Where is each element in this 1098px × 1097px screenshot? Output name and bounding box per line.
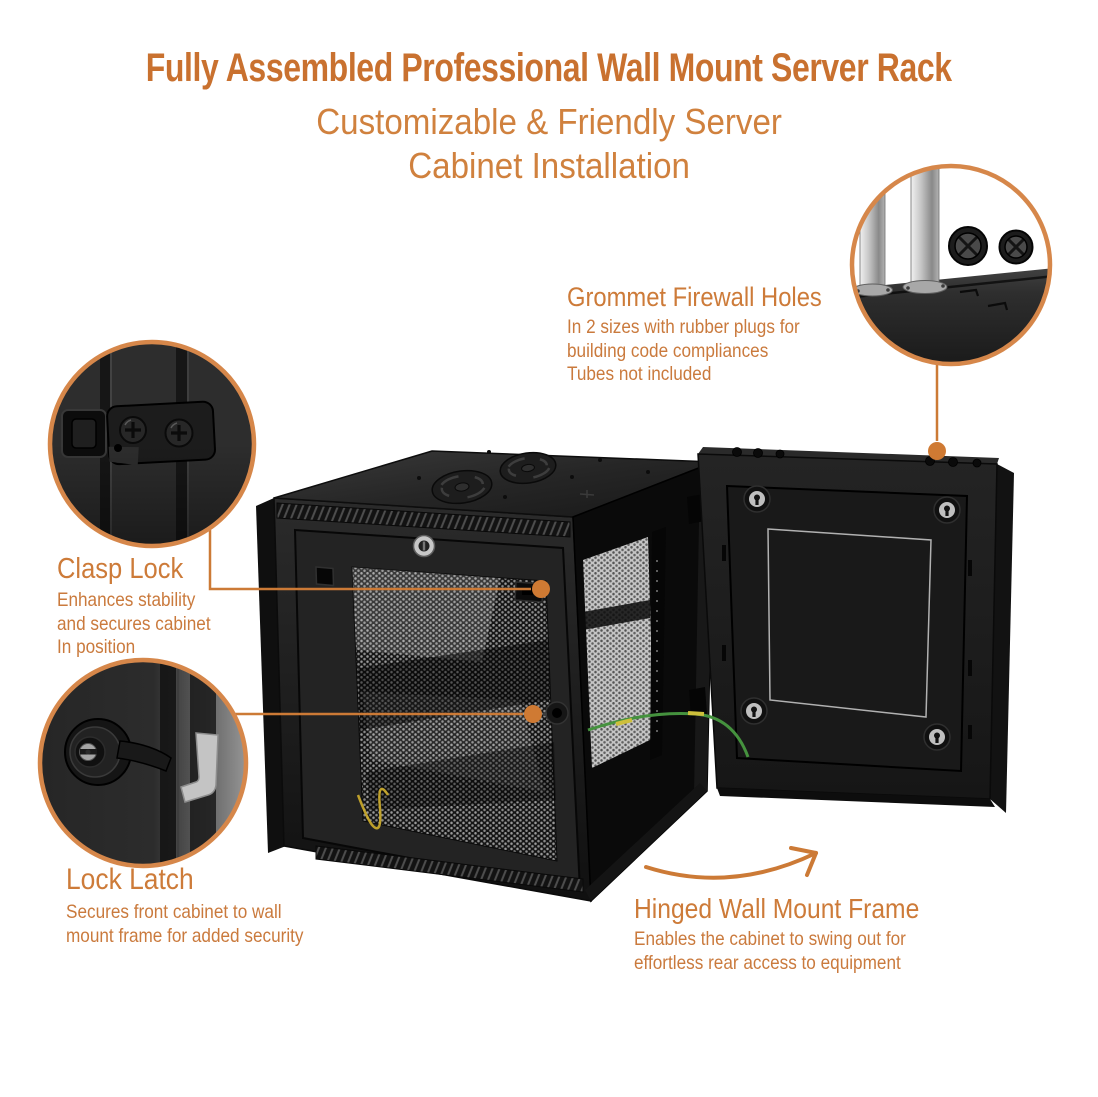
top-screw-dots [417,450,650,499]
clasp-line-3: In position [57,636,136,658]
top-seam-mark [579,490,595,498]
interior-mesh-panel [583,537,654,768]
page-title-text: Fully Assembled Professional Wall Mount … [146,46,952,90]
door-cam-lock [543,701,569,725]
grommet-circle-ring [849,163,1053,367]
callout-hinged-frame: Hinged Wall Mount Frame Enables the cabi… [634,893,919,975]
page-subtitle: Customizable & Friendly Server Cabinet I… [0,100,1098,188]
frame-top-edge [698,447,999,464]
clasp-leader-line [208,530,531,591]
frame-edge-slots [722,545,972,739]
subtitle-line-2: Cabinet Installation [408,145,690,186]
wall-mount-frame [697,447,1014,813]
hinged-line-2: effortless rear access to equipment [634,951,901,974]
latch-dot [524,705,542,723]
callout-dots [524,442,946,723]
grommet-line-1: In 2 sizes with rubber plugs for [567,316,800,338]
hinged-heading: Hinged Wall Mount Frame [634,893,920,924]
callout-grommet: Grommet Firewall Holes In 2 sizes with r… [567,282,822,387]
door-left-cutout [315,566,335,587]
interior-yellow-wire [356,787,390,830]
hinged-line-1: Enables the cabinet to swing out for [634,928,906,950]
frame-bottom-edge [717,788,995,807]
callout-lock-latch: Lock Latch Secures front cabinet to wall… [66,863,304,948]
conduit-tubes [852,166,948,297]
latch-lock-cylinder [64,718,132,786]
rack-rail [650,527,666,760]
grommet-line-2: building code compliances [567,339,769,362]
grommet-dot [928,442,946,460]
frame-back-panel [725,484,969,773]
knockout-outline [767,528,932,718]
latch-detail-photo [37,657,249,869]
subtitle-line-1: Customizable & Friendly Server [316,101,782,142]
grommet-heading: Grommet Firewall Holes [567,282,822,312]
wire-clips [959,288,1009,311]
bottom-vent-band [315,845,584,893]
keyhole-mounts [740,485,961,751]
hinge-arrow-icon [644,846,818,880]
grounding-wire [587,711,750,758]
latch-line-1: Secures front cabinet to wall [66,901,282,923]
interior-rail-band [583,600,650,630]
hinges [687,494,707,717]
page-title: Fully Assembled Professional Wall Mount … [0,46,1098,91]
latch-circle-ring [37,657,249,869]
door-top-lock [412,534,436,558]
base-edge [585,783,707,901]
clasp-detail-photo [47,339,257,549]
rubber-plugs [948,226,1034,266]
clasp-heading: Clasp Lock [57,553,184,585]
front-vent-band [276,502,571,538]
latch-line-2: mount frame for added security [66,924,304,947]
latch-heading: Lock Latch [66,863,194,896]
latch-metal-hook [180,732,219,803]
callout-leaders [208,363,939,716]
latch-cam-arm [116,740,172,772]
frame-right-depth [990,464,1014,813]
top-fan-vents [417,450,650,505]
grommet-line-3: Tubes not included [567,363,712,385]
cabinet-left-edge [256,498,286,853]
cabinet-open-rear-side [572,460,715,903]
clasp-line-1: Enhances stability [57,589,196,611]
clasp-circle-ring [47,339,257,549]
frame-top-bolts [732,447,982,468]
clasp-dot [532,580,550,598]
clasp-line-2: and secures cabinet [57,612,211,635]
callout-clasp-lock: Clasp Lock Enhances stability and secure… [57,553,211,660]
grommet-detail-photo [849,163,1053,367]
